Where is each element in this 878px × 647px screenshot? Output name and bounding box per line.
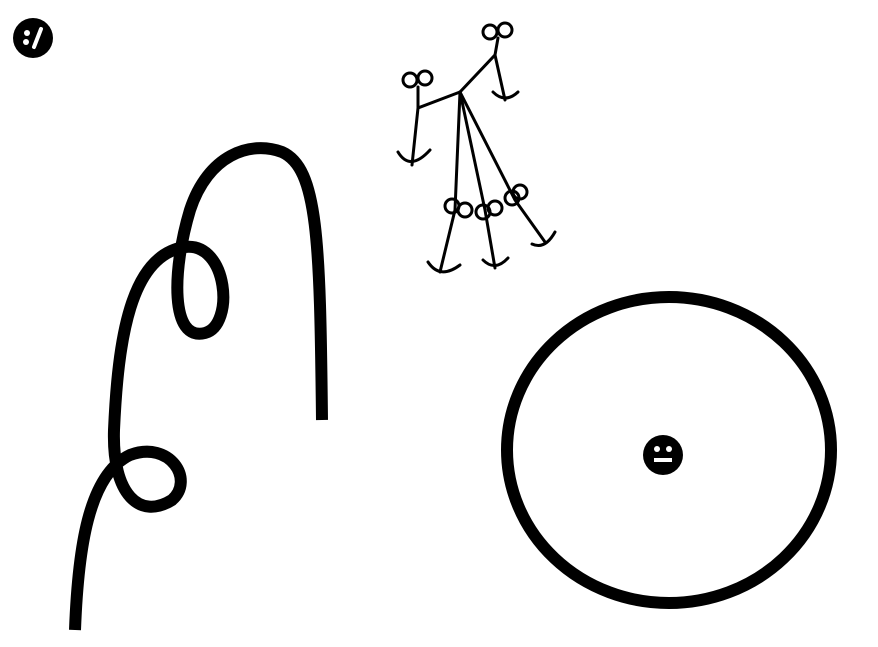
circle bbox=[501, 291, 837, 609]
looping-curve bbox=[69, 142, 328, 631]
neutral-face-icon bbox=[643, 435, 683, 475]
skeptical-face-icon bbox=[13, 18, 53, 58]
stick-figure-cluster bbox=[396, 21, 557, 274]
